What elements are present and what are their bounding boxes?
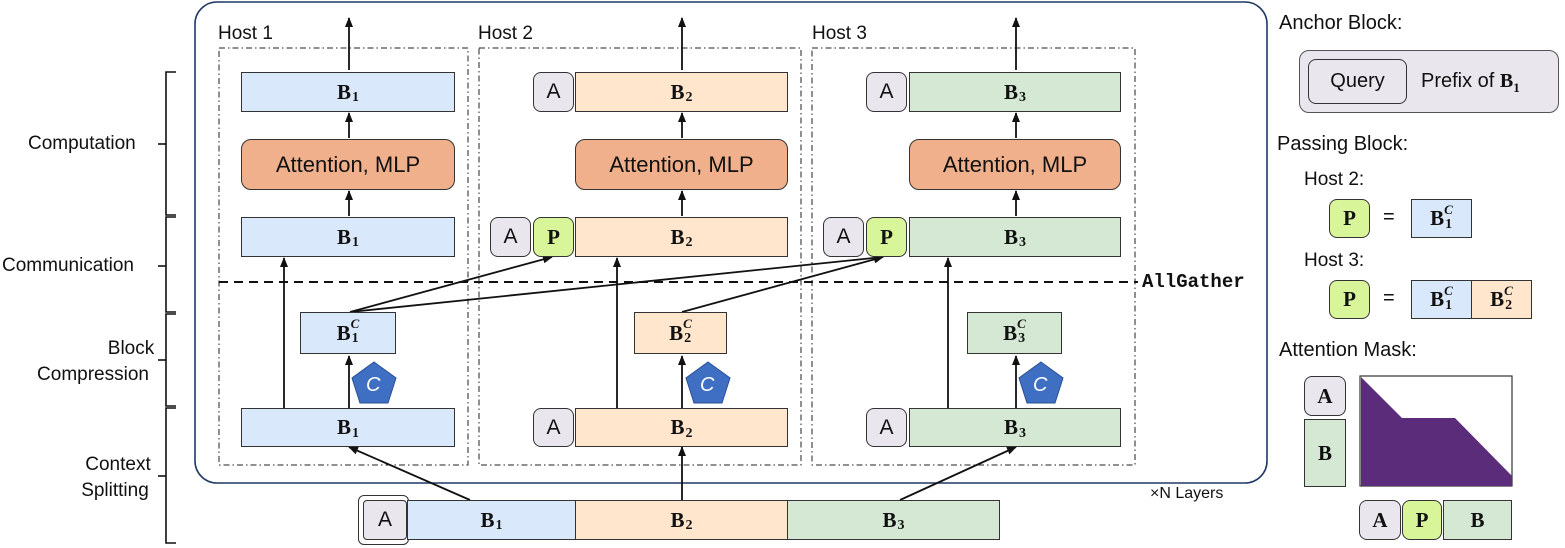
passing-block-title: Passing Block: <box>1277 133 1409 155</box>
equals-1: = <box>1383 206 1395 228</box>
layers-note: ×N Layers <box>1150 485 1224 502</box>
host2-frame <box>478 47 802 466</box>
equals-2: = <box>1383 287 1395 309</box>
host3-frame <box>811 47 1136 466</box>
compress-icons <box>351 361 1064 404</box>
anchor-block-title: Anchor Block: <box>1279 12 1403 34</box>
host2-anchor-comm: A <box>490 217 531 257</box>
passing-host3-label: Host 3: <box>1304 250 1365 271</box>
legend-passing-p3: P <box>1329 280 1370 319</box>
compress-icon-3: C <box>1033 374 1048 396</box>
mask-row-b: B <box>1304 419 1346 487</box>
mask-row-a: A <box>1304 376 1346 416</box>
label-compression: Compression <box>37 364 149 385</box>
passing-host2-label: Host 2: <box>1304 169 1365 190</box>
legend-passing-p2: P <box>1329 199 1370 238</box>
host2-attention-mlp: Attention, MLP <box>575 139 788 190</box>
host3-attention-mlp: Attention, MLP <box>909 139 1121 190</box>
label-communication: Communication <box>2 255 134 276</box>
host3-anchor-in: A <box>866 408 907 447</box>
host3-passing-block: P <box>866 217 907 257</box>
mask-col-b: B <box>1443 500 1512 540</box>
host2-anchor-out: A <box>533 72 574 112</box>
host3-anchor-out: A <box>866 72 907 112</box>
prefix-label: Prefix of B1 <box>1421 70 1520 95</box>
input-anchor-block: A <box>363 500 407 540</box>
host1-label: Host 1 <box>218 23 273 44</box>
query-chip: Query <box>1308 59 1407 104</box>
host3-label: Host 3 <box>812 23 867 44</box>
mask-col-a: A <box>1359 500 1401 540</box>
host2-label: Host 2 <box>478 23 533 44</box>
mask-col-p: P <box>1402 500 1442 540</box>
label-splitting: Splitting <box>81 480 149 501</box>
host1-attention-mlp: Attention, MLP <box>241 139 455 190</box>
layer-frame <box>194 1 1268 484</box>
allgather-label: AllGather <box>1142 271 1245 293</box>
label-block: Block <box>107 338 155 359</box>
label-computation: Computation <box>28 133 136 154</box>
compress-icon-1: C <box>366 374 381 396</box>
host3-anchor-comm: A <box>823 217 864 257</box>
attention-mask-title: Attention Mask: <box>1279 339 1417 361</box>
host1-frame <box>218 47 469 466</box>
host2-passing-block: P <box>533 217 574 257</box>
label-context: Context <box>85 454 151 475</box>
left-brackets <box>158 71 176 544</box>
arrows <box>280 17 1020 501</box>
compress-icon-2: C <box>700 374 715 396</box>
host2-anchor-in: A <box>533 408 574 447</box>
mask-fill <box>1361 377 1512 486</box>
